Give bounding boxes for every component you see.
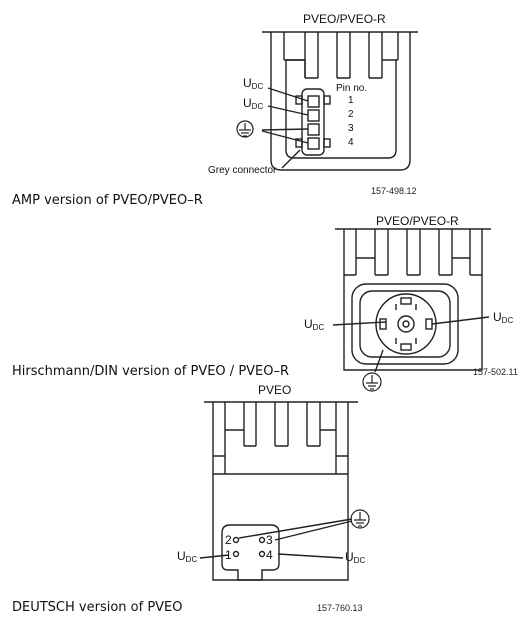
deutsch-figure-number: 157-760.13 <box>317 603 363 613</box>
deutsch-pin-2: 2 <box>225 533 232 547</box>
deutsch-pin-1: 1 <box>225 548 232 562</box>
din-udc-label-right: UDC <box>493 310 514 325</box>
amp-pin-3: 3 <box>348 123 354 134</box>
din-figure-number: 157-502.11 <box>473 367 518 377</box>
deutsch-udc-label-right: UDC <box>345 550 366 565</box>
amp-caption: AMP version of PVEO/PVEO–R <box>12 193 203 208</box>
amp-connector-label: Grey connector <box>208 165 277 176</box>
deutsch-udc-label-left: UDC <box>177 549 198 564</box>
amp-title: PVEO/PVEO-R <box>303 12 386 26</box>
amp-pin-2: 2 <box>348 109 354 120</box>
deutsch-pin-4: 4 <box>266 548 273 562</box>
amp-pin-1: 1 <box>348 95 354 106</box>
deutsch-caption: DEUTSCH version of PVEO <box>12 600 183 615</box>
amp-udc-label-2: UDC <box>243 96 264 111</box>
ground-icon <box>362 372 382 392</box>
amp-udc-label-1: UDC <box>243 76 264 91</box>
deutsch-title: PVEO <box>258 383 292 397</box>
ground-icon <box>350 509 370 529</box>
din-udc-label-left: UDC <box>304 317 325 332</box>
din-title: PVEO/PVEO-R <box>376 214 459 228</box>
amp-pin-4: 4 <box>348 137 354 148</box>
ground-icon <box>236 120 254 138</box>
amp-pin-header: Pin no. <box>336 83 368 94</box>
deutsch-pin-3: 3 <box>266 533 273 547</box>
din-caption: Hirschmann/DIN version of PVEO / PVEO–R <box>12 364 290 379</box>
amp-figure-number: 157-498.12 <box>371 186 417 196</box>
